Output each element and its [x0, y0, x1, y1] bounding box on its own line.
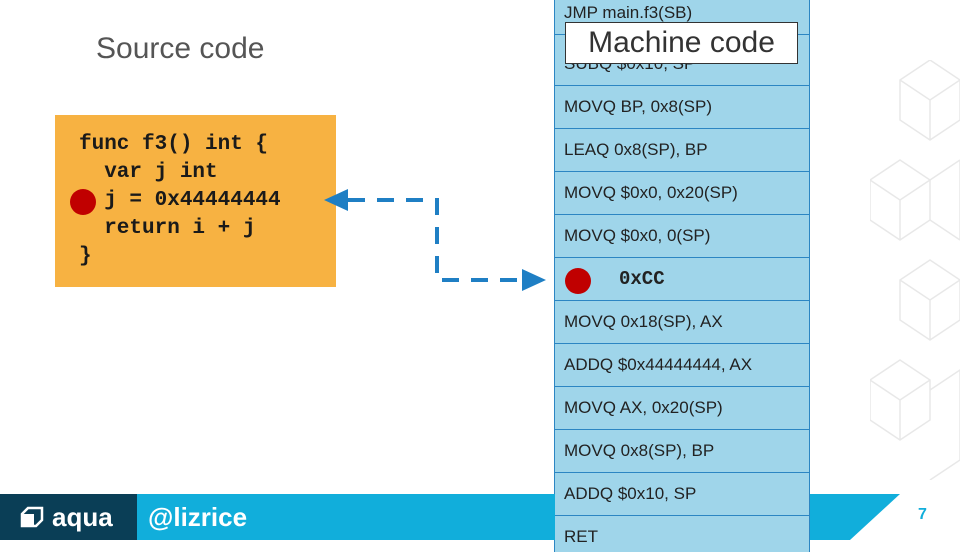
instruction-row: MOVQ 0x18(SP), AX: [555, 301, 809, 344]
breakpoint-dot-source: [70, 189, 96, 215]
breakpoint-dot-machine: [565, 268, 591, 294]
source-code-box: func f3() int { var j int j = 0x44444444…: [55, 115, 336, 287]
aqua-logo-icon: [20, 506, 44, 528]
brand-name: aqua: [52, 501, 113, 532]
instruction-row: LEAQ 0x8(SP), BP: [555, 129, 809, 172]
machine-code-column: JMP main.f3(SB) SUBQ $0x10, SP MOVQ BP, …: [554, 0, 810, 552]
code-line: var j int: [79, 161, 218, 184]
instruction-row: MOVQ $0x0, 0x20(SP): [555, 172, 809, 215]
instruction-row: MOVQ 0x8(SP), BP: [555, 430, 809, 473]
arrow-head-right: [522, 269, 546, 291]
aqua-logo: aqua: [20, 500, 113, 534]
cube-pattern-decoration: [870, 60, 960, 480]
machine-code-title: Machine code: [565, 22, 798, 64]
instruction-row: MOVQ AX, 0x20(SP): [555, 387, 809, 430]
footer-right-band: [810, 494, 850, 540]
instruction-row: RET: [555, 516, 809, 552]
instruction-row: MOVQ $0x0, 0(SP): [555, 215, 809, 258]
instruction-row: ADDQ $0x44444444, AX: [555, 344, 809, 387]
footer-diagonal-accent: [850, 494, 900, 540]
code-line: }: [79, 245, 92, 268]
code-line: func f3() int {: [79, 133, 269, 156]
instruction-row: MOVQ BP, 0x8(SP): [555, 86, 809, 129]
instruction-row: ADDQ $0x10, SP: [555, 473, 809, 516]
footer-handle-band: [137, 494, 555, 540]
source-code-title: Source code: [96, 32, 265, 65]
code-line: return i + j: [79, 217, 256, 240]
code-line-breakpoint: j = 0x44444444: [79, 189, 281, 212]
page-number: 7: [918, 506, 927, 523]
instruction-row-breakpoint: 0xCC: [555, 258, 809, 301]
twitter-handle: @lizrice: [148, 502, 248, 532]
